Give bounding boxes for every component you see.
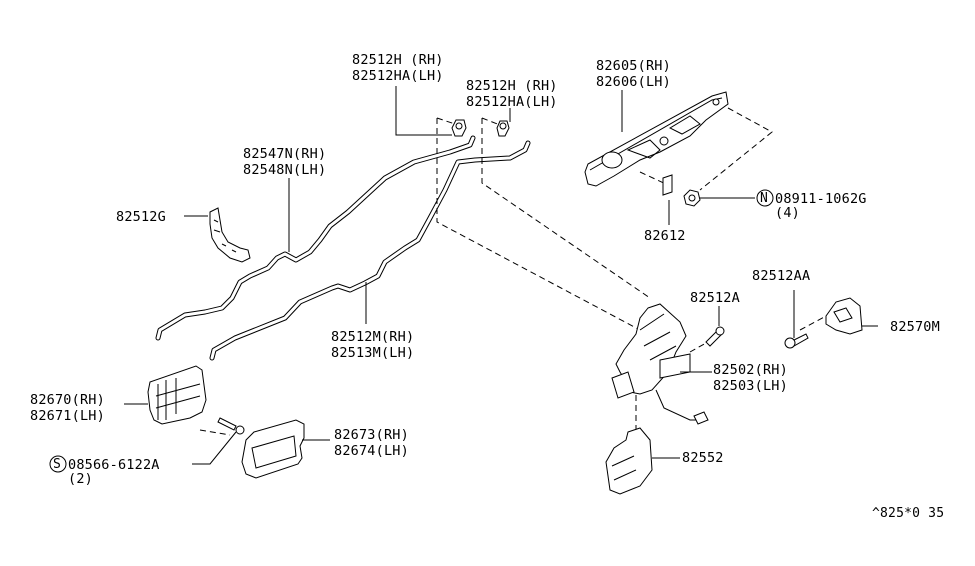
label-line: 82502(RH) bbox=[713, 362, 788, 378]
nut-part bbox=[683, 189, 701, 207]
label-line: 82671(LH) bbox=[30, 408, 105, 424]
callout-rod-lower: 82512M(RH) 82513M(LH) bbox=[331, 329, 414, 361]
lock-cover-part bbox=[605, 427, 653, 495]
label-line: 82670(RH) bbox=[30, 392, 105, 408]
screw-aa-part bbox=[784, 333, 809, 349]
callout-bracket: 82512G bbox=[116, 209, 166, 225]
label-line: 82606(LH) bbox=[596, 74, 671, 90]
label-line: 82674(LH) bbox=[334, 443, 409, 459]
label-line: 08911-1062G bbox=[775, 191, 867, 207]
label-line: 82512HA(LH) bbox=[466, 94, 558, 110]
screw-a-part bbox=[705, 326, 725, 347]
callout-lock-cover: 82552 bbox=[682, 450, 724, 466]
label-line: 82547N(RH) bbox=[243, 146, 326, 162]
assembly-dashed-lines bbox=[199, 107, 829, 436]
label-line: (2) bbox=[68, 471, 93, 487]
label-line: 82513M(LH) bbox=[331, 345, 414, 361]
label-line: 82612 bbox=[644, 228, 686, 244]
clip-upper-left-part bbox=[451, 119, 467, 137]
label-line: 82512H (RH) bbox=[352, 52, 444, 68]
callout-inside-handle: 82670(RH) 82671(LH) bbox=[30, 392, 105, 424]
screw-symbol-icon bbox=[49, 455, 67, 473]
inside-handle-part bbox=[147, 365, 207, 425]
bracket-part bbox=[209, 207, 251, 263]
nut-symbol-icon bbox=[756, 189, 774, 207]
label-line: 82512G bbox=[116, 209, 166, 225]
striker-part bbox=[825, 297, 863, 335]
label-line: 82512M(RH) bbox=[331, 329, 414, 345]
label-line: 82548N(LH) bbox=[243, 162, 326, 178]
callout-screw-aa: 82512AA bbox=[752, 268, 810, 284]
callout-handle-clip: 82612 bbox=[644, 228, 686, 244]
callout-clip-upper-right: 82512H (RH) 82512HA(LH) bbox=[466, 78, 558, 110]
handle-clip-part bbox=[662, 174, 673, 196]
symbol-letter: S bbox=[53, 457, 61, 472]
clip-upper-right-part bbox=[496, 120, 510, 137]
diagram-code: ^825*0 35 bbox=[872, 506, 944, 521]
callout-escutcheon: 82673(RH) 82674(LH) bbox=[334, 427, 409, 459]
label-line: 82512HA(LH) bbox=[352, 68, 444, 84]
callout-screw-s: S 08566-6122A (2) bbox=[49, 455, 160, 487]
callout-nut: N 08911-1062G (4) bbox=[756, 189, 867, 221]
outside-handle-part bbox=[584, 91, 729, 187]
callout-clip-upper-left: 82512H (RH) 82512HA(LH) bbox=[352, 52, 444, 84]
label-line: 82512A bbox=[690, 290, 740, 306]
callout-screw-a: 82512A bbox=[690, 290, 740, 306]
label-line: 82673(RH) bbox=[334, 427, 409, 443]
label-line: 82552 bbox=[682, 450, 724, 466]
callout-outside-handle: 82605(RH) 82606(LH) bbox=[596, 58, 671, 90]
label-line: 08566-6122A bbox=[68, 457, 160, 473]
escutcheon-part bbox=[241, 419, 305, 479]
label-line: (4) bbox=[775, 205, 800, 221]
leader-lines bbox=[124, 86, 878, 465]
label-line: 82503(LH) bbox=[713, 378, 788, 394]
door-lock-part bbox=[611, 303, 709, 425]
callout-rod-upper: 82547N(RH) 82548N(LH) bbox=[243, 146, 326, 178]
label-line: 82605(RH) bbox=[596, 58, 671, 74]
callout-door-lock: 82502(RH) 82503(LH) bbox=[713, 362, 788, 394]
callout-striker: 82570M bbox=[890, 319, 940, 335]
label-line: 82512H (RH) bbox=[466, 78, 558, 94]
rod-lower-82512M bbox=[209, 140, 531, 361]
screw-s-part bbox=[217, 417, 245, 435]
label-line: 82570M bbox=[890, 319, 940, 335]
label-line: 82512AA bbox=[752, 268, 810, 284]
rod-upper-82547N bbox=[155, 135, 476, 341]
symbol-letter: N bbox=[760, 191, 768, 206]
